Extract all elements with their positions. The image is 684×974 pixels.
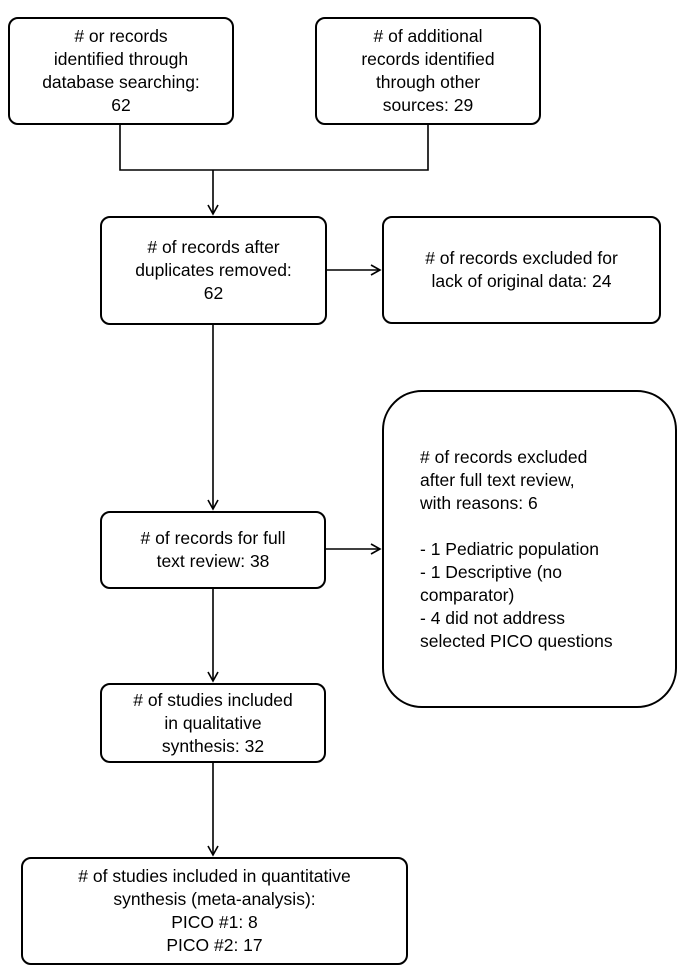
full-text-review-box: # of records for full text review: 38 [100,511,326,589]
connector-other-to-merge [213,124,429,171]
connector-database-to-merge [119,124,213,171]
excluded-original-data-box: # of records excluded for lack of origin… [382,216,661,324]
other-sources-text: # of additional records identified throu… [361,26,495,115]
after-duplicates-text: # of records after duplicates removed: 6… [135,237,292,303]
qualitative-synthesis-box: # of studies included in qualitative syn… [100,683,326,763]
excluded-original-data-text: # of records excluded for lack of origin… [425,248,618,291]
quantitative-synthesis-box: # of studies included in quantitative sy… [21,857,408,965]
after-duplicates-box: # of records after duplicates removed: 6… [100,216,327,325]
database-search-box: # or records identified through database… [8,17,234,125]
excluded-full-text-box: # of records excluded after full text re… [382,390,677,708]
database-search-text: # or records identified through database… [42,26,200,115]
qualitative-synthesis-text: # of studies included in qualitative syn… [133,689,293,756]
excluded-full-text-text: # of records excluded after full text re… [420,446,613,651]
full-text-review-text: # of records for full text review: 38 [140,528,286,571]
quantitative-synthesis-text: # of studies included in quantitative sy… [78,866,351,955]
other-sources-box: # of additional records identified throu… [315,17,541,125]
